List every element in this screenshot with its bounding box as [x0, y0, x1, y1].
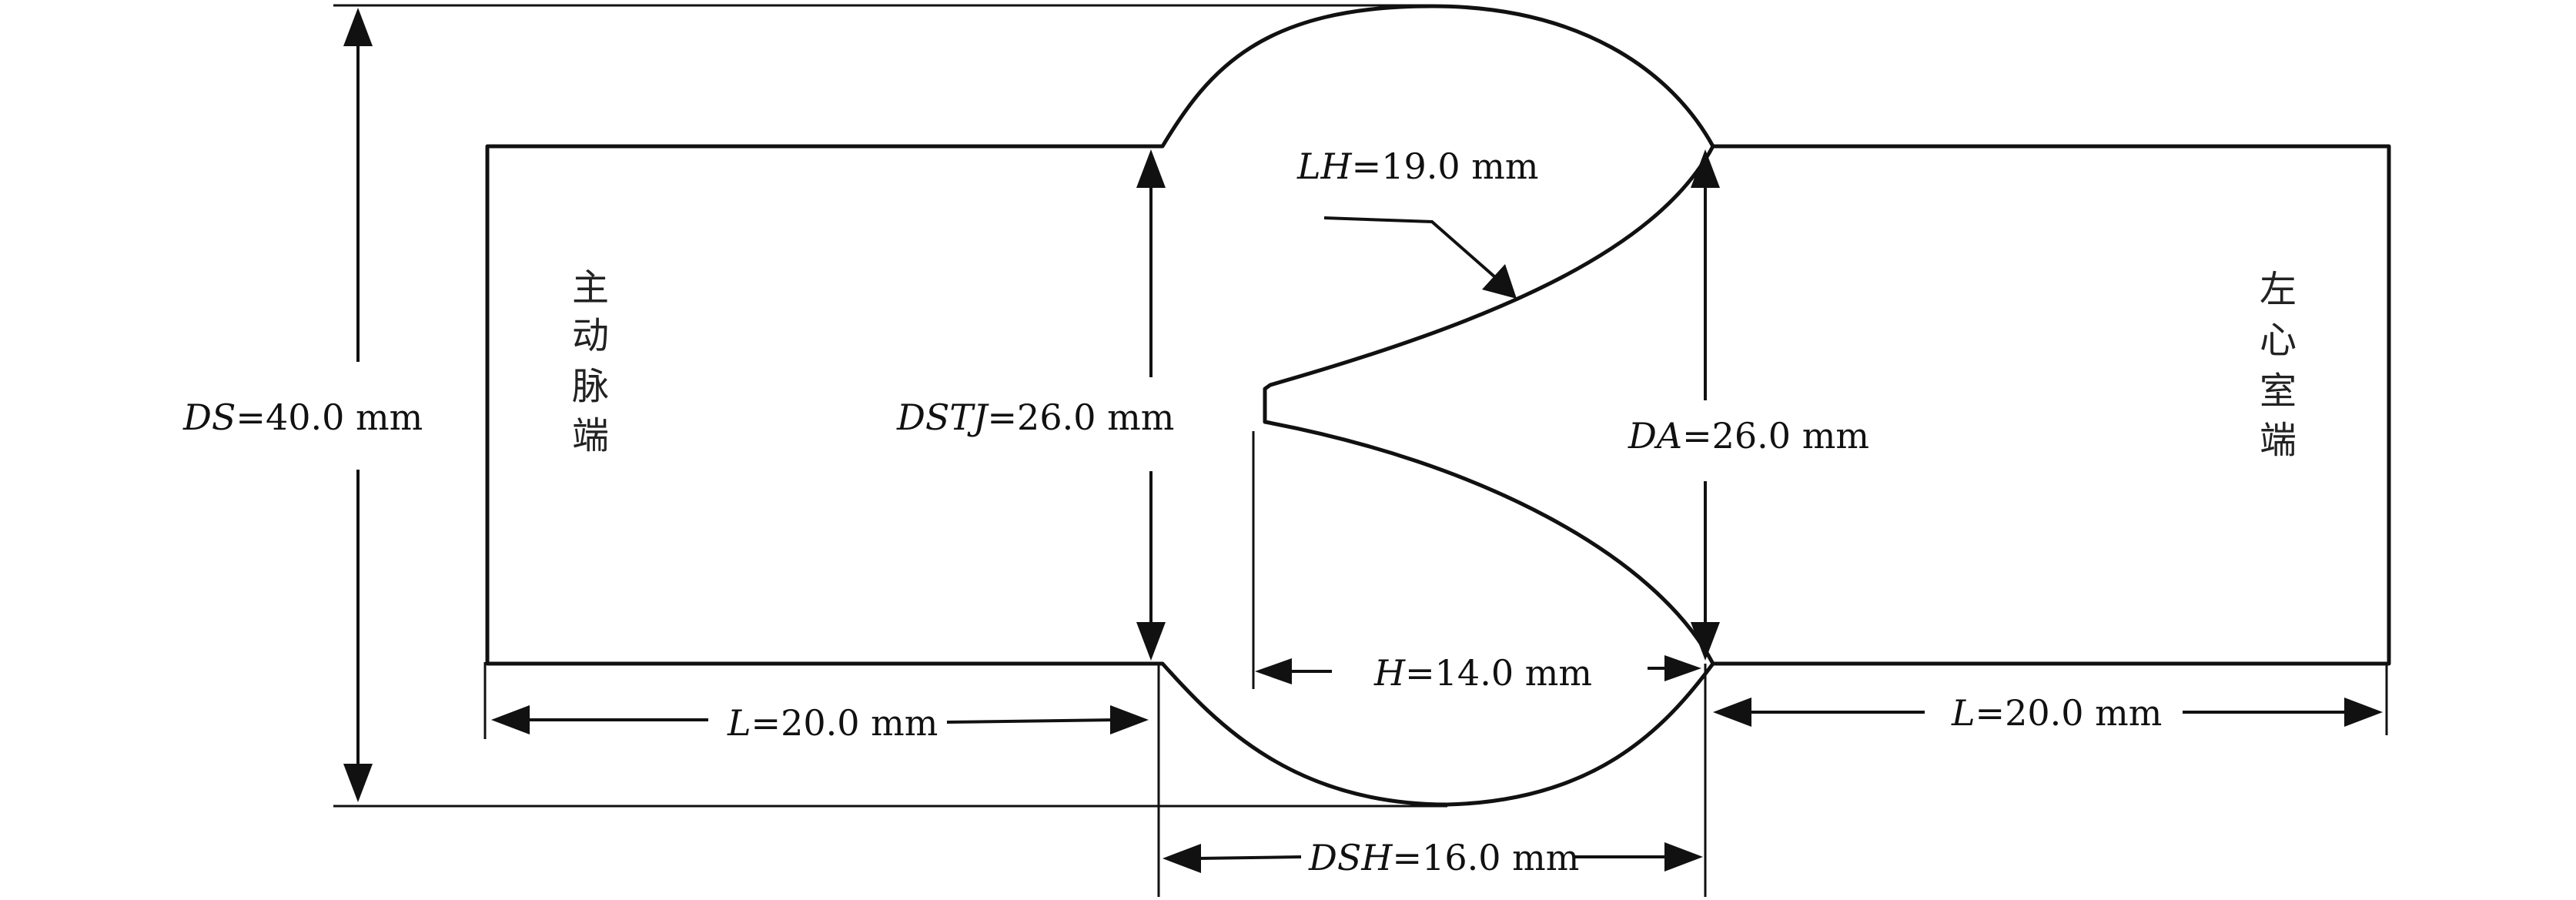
dstj-dimension — [1136, 149, 1166, 661]
l-right-dimension — [1713, 698, 2383, 727]
h-dimension — [1255, 655, 1701, 684]
da-label: DA=26.0 mm — [1628, 415, 1869, 457]
ventricle-end-label: 左 心 室 端 — [2260, 268, 2297, 462]
svg-text:心: 心 — [2260, 319, 2297, 362]
l-right-label: L=20.0 mm — [1951, 692, 2162, 734]
h-label: H=14.0 mm — [1373, 652, 1592, 694]
svg-text:端: 端 — [2260, 419, 2297, 462]
lh-label: LH=19.0 mm — [1296, 146, 1539, 187]
svg-text:室: 室 — [2260, 370, 2297, 413]
valve-leaflet — [1263, 145, 1715, 665]
dstj-label: DSTJ=26.0 mm — [896, 396, 1174, 438]
svg-text:端: 端 — [572, 414, 609, 457]
ds-label: DS=40.0 mm — [182, 396, 423, 438]
lh-leader — [1323, 216, 1517, 299]
l-left-dimension — [491, 705, 1149, 734]
ds-dimension — [343, 8, 373, 802]
svg-text:动: 动 — [572, 314, 609, 357]
l-left-label: L=20.0 mm — [727, 702, 938, 744]
da-dimension — [1691, 149, 1720, 661]
svg-text:主: 主 — [572, 266, 609, 309]
dsh-label: DSH=16.0 mm — [1308, 837, 1579, 878]
svg-text:左: 左 — [2260, 268, 2297, 311]
svg-text:脉: 脉 — [572, 365, 609, 408]
vessel-outline — [485, 4, 2391, 807]
aortic-end-label: 主 动 脉 端 — [572, 266, 609, 457]
dsh-dimension — [1163, 842, 1703, 873]
